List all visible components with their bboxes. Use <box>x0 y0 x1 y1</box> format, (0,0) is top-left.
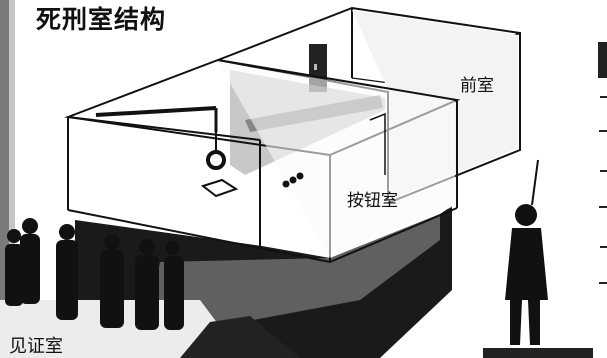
witness-group <box>5 218 184 330</box>
label-front-room: 前室 <box>460 76 494 96</box>
button-room-doorway <box>369 112 386 175</box>
left-edge-strip-light <box>9 0 15 358</box>
right-edge-marks <box>598 42 607 284</box>
floor-slope-shading <box>150 214 440 330</box>
door-handle <box>314 64 317 70</box>
label-witness-room: 见证室 <box>9 336 63 357</box>
noose <box>206 150 226 170</box>
standing-figure <box>505 159 548 345</box>
diagram-title: 死刑室结构 <box>36 5 167 34</box>
figure-platform <box>483 348 593 358</box>
floor-step <box>180 316 300 358</box>
gallows-arm <box>95 106 217 117</box>
left-edge-strip <box>0 0 9 358</box>
button-panel <box>282 172 304 188</box>
trap-door <box>200 178 239 198</box>
label-button-room: 按钮室 <box>347 191 398 211</box>
execution-room-back-wall <box>218 62 455 258</box>
